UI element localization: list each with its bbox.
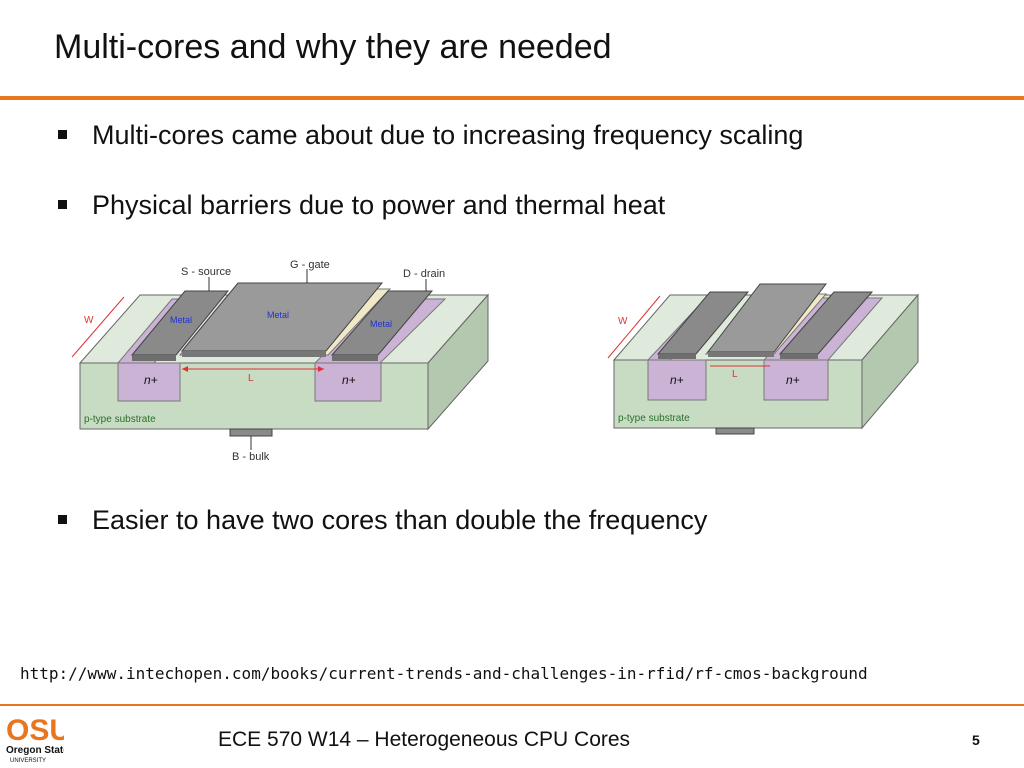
- bullet-text: Multi-cores came about due to increasing…: [92, 120, 804, 150]
- label-l: L: [248, 373, 254, 384]
- svg-text:Oregon State: Oregon State: [6, 745, 64, 756]
- label-n-right: n+: [342, 373, 356, 387]
- label-w-small: W: [618, 316, 628, 327]
- slide-title: Multi-cores and why they are needed: [54, 28, 612, 66]
- svg-text:UNIVERSITY: UNIVERSITY: [10, 758, 46, 764]
- label-n-left-small: n+: [670, 373, 684, 387]
- label-l-small: L: [732, 369, 738, 380]
- square-bullet-icon: [58, 200, 67, 209]
- label-metal-left: Metal: [170, 315, 192, 325]
- mosfet-diagram-small: W L n+ n+ p-type substrate: [607, 283, 920, 435]
- label-n-right-small: n+: [786, 373, 800, 387]
- label-metal-right: Metal: [370, 319, 392, 329]
- square-bullet-icon: [58, 130, 67, 139]
- label-substrate-small: p-type substrate: [618, 413, 690, 424]
- mosfet-diagram-large: S - source G - gate D - drain B - bulk W…: [71, 259, 490, 463]
- label-source: S - source: [181, 266, 231, 278]
- label-metal-center: Metal: [267, 310, 289, 320]
- svg-text:OSU: OSU: [6, 714, 64, 747]
- bullet-text: Easier to have two cores than double the…: [92, 505, 708, 535]
- square-bullet-icon: [58, 515, 67, 524]
- page-number: 5: [972, 732, 980, 748]
- title-divider: [0, 96, 1024, 100]
- label-substrate: p-type substrate: [84, 414, 156, 425]
- bullet-text: Physical barriers due to power and therm…: [92, 190, 666, 220]
- label-drain: D - drain: [403, 268, 445, 280]
- label-gate: G - gate: [290, 259, 330, 271]
- label-n-left: n+: [144, 373, 158, 387]
- label-bulk: B - bulk: [232, 451, 270, 463]
- footer-divider: [0, 704, 1024, 706]
- source-url[interactable]: http://www.intechopen.com/books/current-…: [20, 664, 868, 683]
- footer-text: ECE 570 W14 – Heterogeneous CPU Cores: [218, 728, 631, 751]
- osu-logo: OSU Oregon State UNIVERSITY: [6, 714, 64, 764]
- label-w: W: [84, 315, 94, 326]
